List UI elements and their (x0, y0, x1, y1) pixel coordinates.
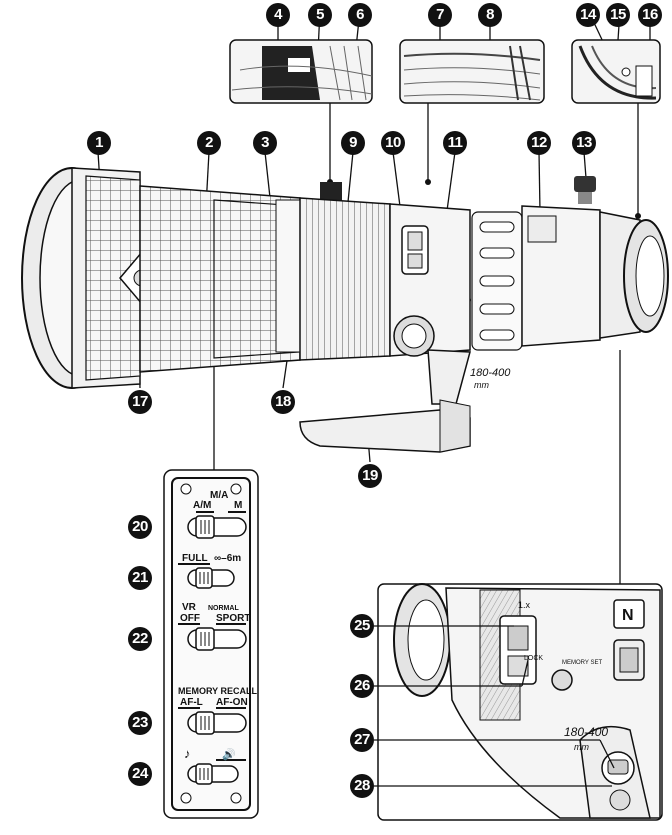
inset-zoom-index (229, 39, 373, 104)
callout-5: 5 (308, 3, 332, 27)
switch-label-beep-on: 🔊 (222, 747, 236, 761)
callout-19: 19 (358, 464, 382, 488)
callout-15: 15 (606, 3, 630, 27)
callout-22: 22 (128, 627, 152, 651)
switch-label-m: M (234, 500, 242, 511)
callout-18: 18 (271, 390, 295, 414)
switch-label-beep-off: ♪ (184, 746, 191, 761)
lock-mark: LOCK (524, 655, 543, 662)
callout-25: 25 (350, 614, 374, 638)
callout-8: 8 (478, 3, 502, 27)
callout-13: 13 (572, 131, 596, 155)
callout-6: 6 (348, 3, 372, 27)
switch-label-infinity-6m: ∞–6m (214, 553, 241, 564)
inset-leader-lines (374, 625, 615, 787)
brand-badge: N (622, 607, 634, 624)
callout-12: 12 (527, 131, 551, 155)
callout-3: 3 (253, 131, 277, 155)
callout-24: 24 (128, 762, 152, 786)
callout-7: 7 (428, 3, 452, 27)
switch-label-full: FULL (182, 553, 208, 564)
switch-label-m-a: M/A (210, 490, 228, 501)
inset-lens-mount (571, 39, 661, 104)
inset-focal-unit-mark: mm (574, 742, 589, 752)
leader-dot-14-16 (635, 213, 641, 219)
callout-16: 16 (638, 3, 662, 27)
switch-label-vr: VR (182, 602, 197, 613)
inset-focus-marks (399, 39, 545, 104)
lens-body (21, 167, 669, 453)
inset-focal-range-mark: 180-400 (564, 725, 608, 739)
callout-17: 17 (128, 390, 152, 414)
callout-14: 14 (576, 3, 600, 27)
callout-9: 9 (341, 131, 365, 155)
focal-range-mark: 180-400 (470, 367, 511, 379)
switch-panel (163, 469, 259, 819)
inset-rear-detail (377, 583, 663, 821)
switch-label-memory-recall: MEMORY RECALL (178, 686, 258, 696)
teleconverter-mark: 1.x (518, 600, 531, 610)
switch-label-sport: SPORT (216, 613, 250, 624)
switch-label-af-on: AF-ON (216, 697, 248, 708)
callout-27: 27 (350, 728, 374, 752)
switch-label-off: OFF (180, 613, 200, 624)
callout-2: 2 (197, 131, 221, 155)
callout-1: 1 (87, 131, 111, 155)
callout-21: 21 (128, 566, 152, 590)
callout-4: 4 (266, 3, 290, 27)
callout-23: 23 (128, 711, 152, 735)
callout-26: 26 (350, 674, 374, 698)
callout-28: 28 (350, 774, 374, 798)
callout-20: 20 (128, 515, 152, 539)
switch-label-a-m: A/M (193, 500, 211, 511)
callout-11: 11 (443, 131, 467, 155)
callout-10: 10 (381, 131, 405, 155)
memory-set-mark: MEMORY SET (562, 660, 602, 666)
switch-label-normal: NORMAL (208, 605, 239, 612)
leader-dot-7-8 (425, 179, 431, 185)
switch-label-af-l: AF-L (180, 697, 203, 708)
focal-unit-mark: mm (474, 380, 489, 390)
